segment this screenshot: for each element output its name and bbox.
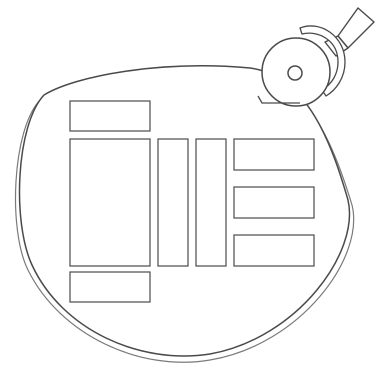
left-bottom-block — [69, 271, 151, 303]
cutter-base-line — [257, 95, 300, 104]
cutter-guard — [299, 25, 346, 97]
right-block-3 — [233, 234, 315, 267]
middle-column-block-2 — [195, 138, 227, 267]
right-block-2 — [233, 186, 315, 219]
left-large-block — [69, 138, 151, 267]
right-block-1 — [233, 138, 315, 171]
cutter-hub — [287, 65, 303, 81]
rolling-cutter-icon — [257, 7, 375, 107]
left-top-block — [69, 100, 151, 132]
blob-main-outline — [18, 65, 351, 357]
middle-column-block-1 — [157, 138, 189, 267]
